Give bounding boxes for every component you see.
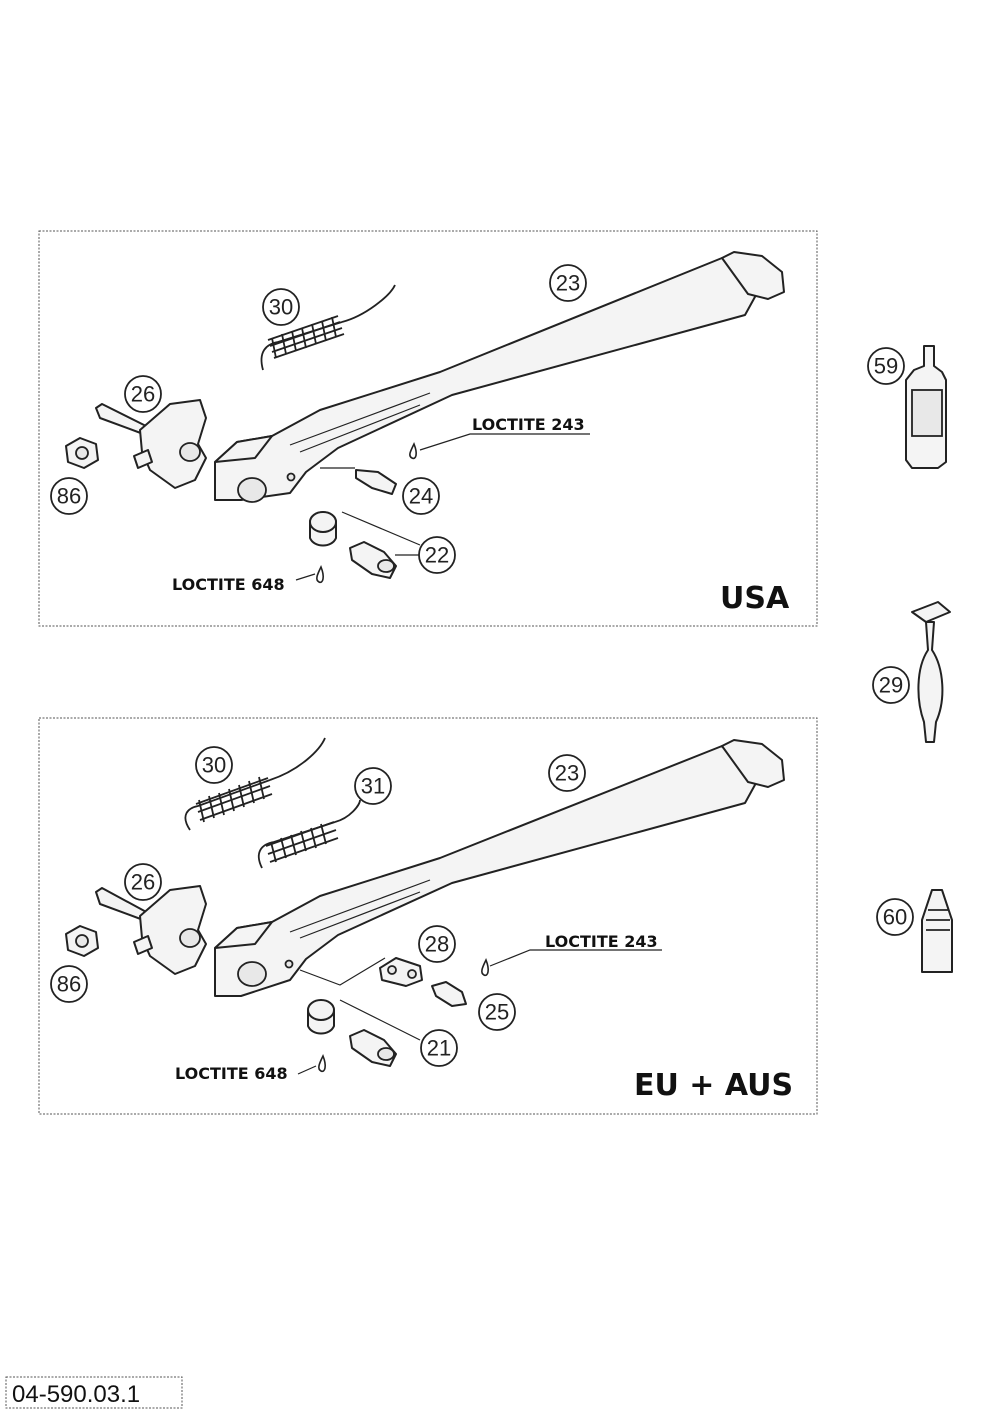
svg-text:24: 24 — [409, 484, 433, 509]
loctite-drop-icon — [318, 1054, 326, 1073]
bolt-part-lower — [349, 541, 397, 579]
loctite-243-label: LOCTITE 243 — [545, 932, 658, 951]
drawing-code: 04-590.03.1 — [5, 1376, 183, 1409]
svg-text:23: 23 — [555, 761, 579, 786]
callout-21: 21 — [420, 1029, 458, 1067]
callout-30: 30 — [262, 288, 300, 326]
pivot-bracket-part — [95, 399, 207, 489]
loctite-648-label: LOCTITE 648 — [175, 1064, 288, 1083]
usa-panel-frame — [38, 230, 818, 627]
spring-part — [260, 284, 396, 371]
loctite-drop-icon — [409, 442, 417, 460]
loctite-648-label: LOCTITE 648 — [172, 575, 285, 594]
callout-29: 29 — [872, 666, 910, 704]
region-label-usa: USA — [720, 581, 790, 616]
svg-text:60: 60 — [883, 905, 907, 930]
callout-59: 59 — [867, 347, 905, 385]
callout-25: 25 — [478, 993, 516, 1031]
svg-text:59: 59 — [874, 354, 898, 379]
bolt-part — [431, 981, 467, 1007]
svg-text:31: 31 — [361, 774, 385, 799]
locking-tab-part — [379, 957, 423, 987]
eu-panel: LOCTITE 243 LOCTITE 648 EU + AUS 30 31 2… — [38, 717, 818, 1115]
side-part-59: 59 — [867, 345, 947, 469]
pivot-bracket-part — [95, 885, 207, 975]
callout-30: 30 — [195, 746, 233, 784]
bushing-part — [309, 511, 337, 547]
spring-part-31 — [257, 799, 361, 869]
loctite-drop-icon — [481, 958, 489, 977]
svg-text:25: 25 — [485, 1000, 509, 1025]
svg-text:28: 28 — [425, 932, 449, 957]
svg-text:23: 23 — [556, 271, 580, 296]
svg-text:86: 86 — [57, 484, 81, 509]
bolt-part — [320, 467, 397, 495]
svg-text:29: 29 — [879, 673, 903, 698]
svg-text:22: 22 — [425, 543, 449, 568]
side-stand-leg-part — [214, 739, 785, 997]
callout-26: 26 — [124, 375, 162, 413]
glue-tube-icon — [921, 889, 953, 973]
nut-part — [65, 925, 99, 957]
bolt-part-lower — [349, 1029, 397, 1067]
callout-86: 86 — [50, 965, 88, 1003]
side-part-60: 60 — [876, 889, 953, 973]
callout-28: 28 — [418, 925, 456, 963]
bushing-part — [307, 999, 335, 1035]
svg-text:04-590.03.1: 04-590.03.1 — [12, 1381, 140, 1408]
svg-text:30: 30 — [269, 295, 293, 320]
svg-text:26: 26 — [131, 382, 155, 407]
callout-31: 31 — [354, 767, 392, 805]
callout-23: 23 — [549, 264, 587, 302]
callout-22: 22 — [418, 536, 456, 574]
svg-text:30: 30 — [202, 753, 226, 778]
callout-86: 86 — [50, 477, 88, 515]
eu-panel-frame — [38, 717, 818, 1115]
loctite-243-label: LOCTITE 243 — [472, 415, 585, 434]
stand-tool-body — [917, 621, 944, 743]
callout-23: 23 — [548, 754, 586, 792]
callout-24: 24 — [402, 477, 440, 515]
stand-tool-icon — [911, 601, 951, 623]
spring-part — [184, 737, 326, 831]
callout-26: 26 — [124, 863, 162, 901]
svg-text:26: 26 — [131, 870, 155, 895]
svg-text:21: 21 — [427, 1036, 451, 1061]
side-stand-leg-part — [214, 251, 785, 503]
loctite-drop-icon — [316, 565, 324, 584]
usa-panel: LOCTITE 243 LOCTITE 648 USA 23 30 26 86 … — [38, 230, 818, 627]
nut-part — [65, 437, 99, 469]
region-label-eu-aus: EU + AUS — [634, 1068, 793, 1103]
callout-60: 60 — [876, 898, 914, 936]
side-part-29: 29 — [872, 601, 951, 743]
svg-text:86: 86 — [57, 972, 81, 997]
